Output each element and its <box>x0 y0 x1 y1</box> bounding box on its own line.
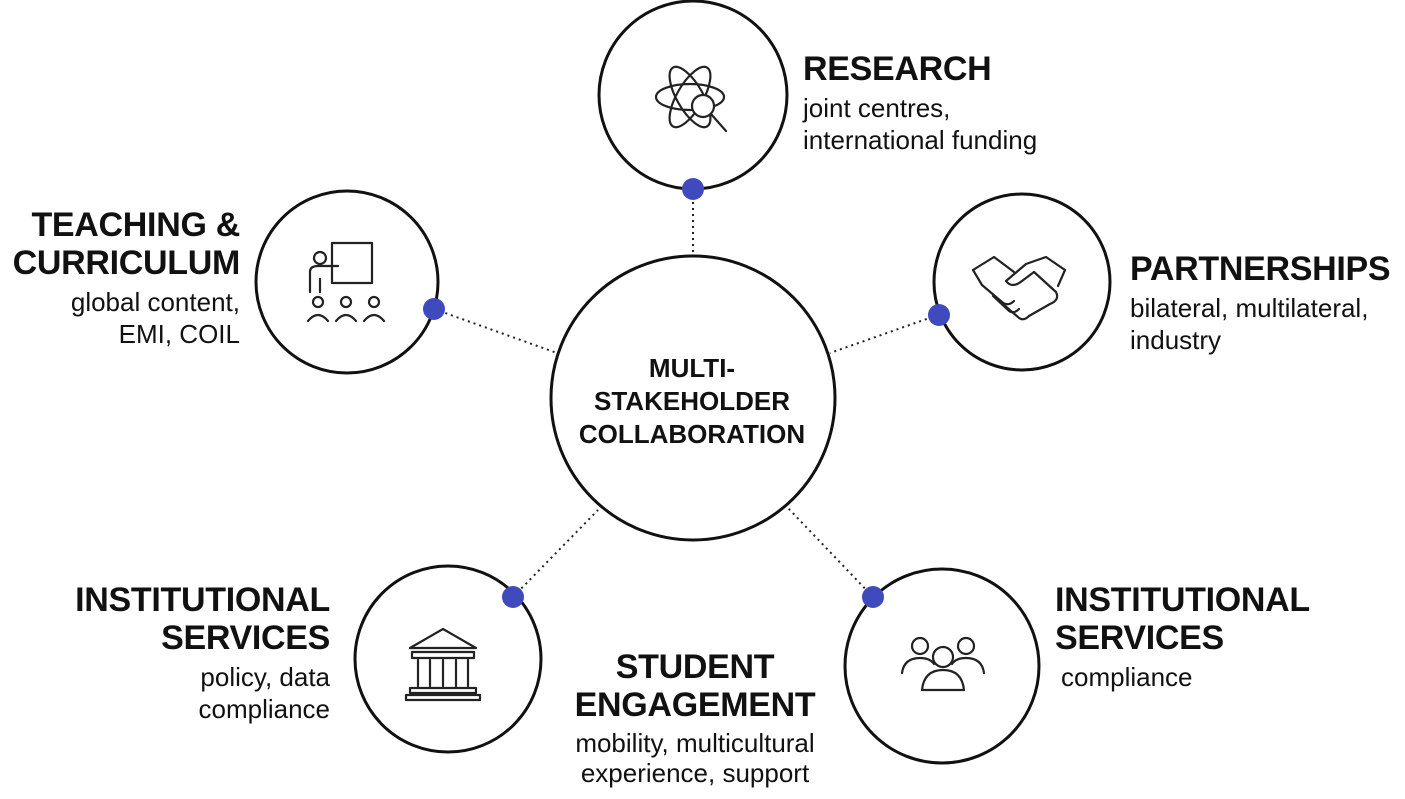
hub-line: MULTI- <box>648 353 736 383</box>
teaching-desc-line: EMI, COIL <box>118 319 240 349</box>
partnerships-dot <box>928 304 950 326</box>
research-circle <box>597 0 789 191</box>
research-description: joint centres, international funding <box>803 92 1037 156</box>
student-description: mobility, multicultural experience, supp… <box>535 728 855 788</box>
services-left-title: INSTITUTIONAL SERVICES <box>0 581 330 657</box>
people-group-icon <box>900 636 986 692</box>
research-desc-line: international funding <box>803 125 1038 155</box>
services-left-dot <box>502 586 524 608</box>
services-right-title: INSTITUTIONAL SERVICES <box>1055 581 1310 657</box>
services-right-title-line: SERVICES <box>1055 619 1224 657</box>
services-left-label: INSTITUTIONAL SERVICES policy, data comp… <box>0 581 330 725</box>
teaching-dot <box>423 298 445 320</box>
services-right-title-line: INSTITUTIONAL <box>1055 581 1310 619</box>
teaching-description: global content, EMI, COIL <box>0 286 240 350</box>
hub-line: COLLABORATION <box>578 419 806 449</box>
services-left-description: policy, data compliance <box>0 661 330 725</box>
services-right-dot <box>862 586 884 608</box>
partnerships-desc-line: industry <box>1130 325 1222 355</box>
handshake-icon <box>971 255 1067 321</box>
connector-teaching <box>433 308 558 354</box>
teaching-title-line: CURRICULUM <box>12 244 241 282</box>
research-label: RESEARCH joint centres, international fu… <box>803 50 1037 156</box>
research-title: RESEARCH <box>803 50 992 88</box>
partnerships-desc-line: bilateral, multilateral, <box>1130 293 1369 323</box>
partnerships-title: PARTNERSHIPS <box>1130 250 1391 288</box>
teaching-title-line: TEACHING & <box>31 206 240 244</box>
services-left-desc-line: policy, data <box>200 662 330 692</box>
student-desc-line: mobility, multicultural <box>575 728 815 758</box>
teaching-desc-line: global content, <box>70 287 240 317</box>
atom-magnifier-icon <box>654 65 728 133</box>
services-right-desc-line: compliance <box>1061 662 1193 692</box>
services-left-title-line: INSTITUTIONAL <box>75 581 330 619</box>
services-right-label: INSTITUTIONAL SERVICES compliance <box>1055 581 1310 693</box>
research-desc-line: joint centres, <box>803 93 951 123</box>
student-title-line: ENGAGEMENT <box>574 686 816 724</box>
student-title-line: STUDENT <box>615 648 775 686</box>
teaching-title: TEACHING & CURRICULUM <box>0 206 241 282</box>
teaching-label: TEACHING & CURRICULUM global content, EM… <box>0 206 241 350</box>
services-right-description: compliance <box>1061 661 1310 693</box>
hub-circle <box>549 254 837 542</box>
teacher-presentation-icon <box>306 241 386 323</box>
services-left-title-line: SERVICES <box>161 619 330 657</box>
student-title: STUDENT ENGAGEMENT <box>535 648 855 724</box>
partnerships-description: bilateral, multilateral, industry <box>1130 292 1390 356</box>
hub-line: STAKEHOLDER <box>594 386 790 416</box>
institution-building-icon <box>404 627 482 702</box>
student-desc-line: experience, support <box>580 758 810 788</box>
connector-services-left <box>512 509 599 598</box>
student-label: STUDENT ENGAGEMENT mobility, multicultur… <box>535 648 855 788</box>
connector-services-right <box>787 507 874 598</box>
connector-partnerships <box>829 314 939 354</box>
hub-label: MULTI- STAKEHOLDER COLLABORATION <box>552 352 832 451</box>
services-left-desc-line: compliance <box>198 694 330 724</box>
research-dot <box>682 178 704 200</box>
partnerships-label: PARTNERSHIPS bilateral, multilateral, in… <box>1130 250 1391 356</box>
